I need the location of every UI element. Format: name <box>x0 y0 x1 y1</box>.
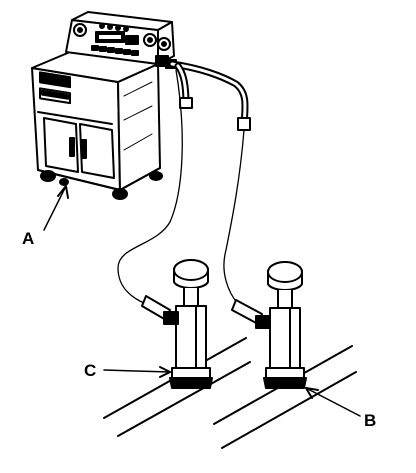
callout-b-label: B <box>364 411 377 430</box>
jack-c <box>141 259 213 389</box>
jack-b <box>231 261 307 389</box>
hydraulic-hoses <box>117 55 251 305</box>
callout-a-label: A <box>22 229 35 248</box>
control-console <box>31 11 175 200</box>
leader-lines <box>43 185 361 417</box>
callout-c-label: C <box>84 361 97 380</box>
rails <box>103 337 357 449</box>
